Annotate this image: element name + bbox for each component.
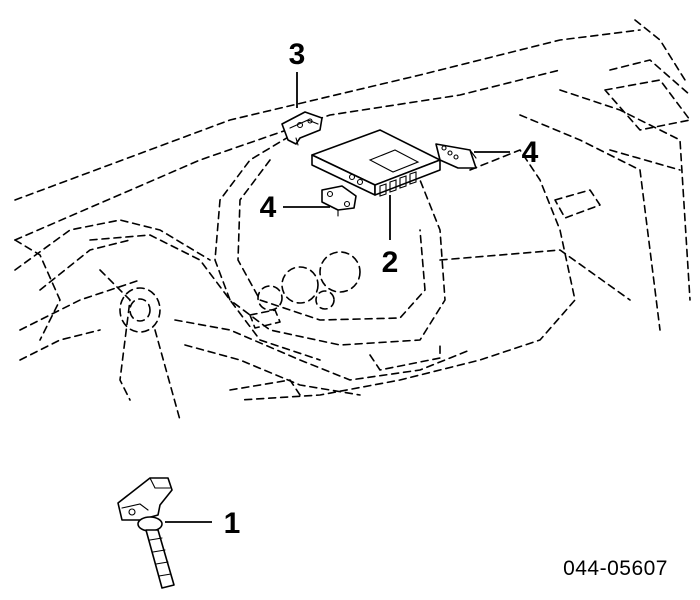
leader-lines [165, 72, 510, 523]
right-bracket [435, 143, 477, 169]
ecu-module [311, 129, 441, 197]
ignition-coil [117, 477, 175, 589]
callout-part-3: 3 [289, 38, 306, 71]
left-bracket [321, 185, 357, 217]
callout-part-4-left: 4 [260, 191, 277, 224]
callout-part-4-right: 4 [522, 136, 539, 169]
diagram-reference-code: 044-05607 [563, 557, 668, 580]
top-bracket [281, 111, 323, 146]
callout-part-2: 2 [382, 246, 399, 279]
callout-part-1: 1 [224, 507, 241, 540]
dashboard-outline [14, 19, 691, 421]
